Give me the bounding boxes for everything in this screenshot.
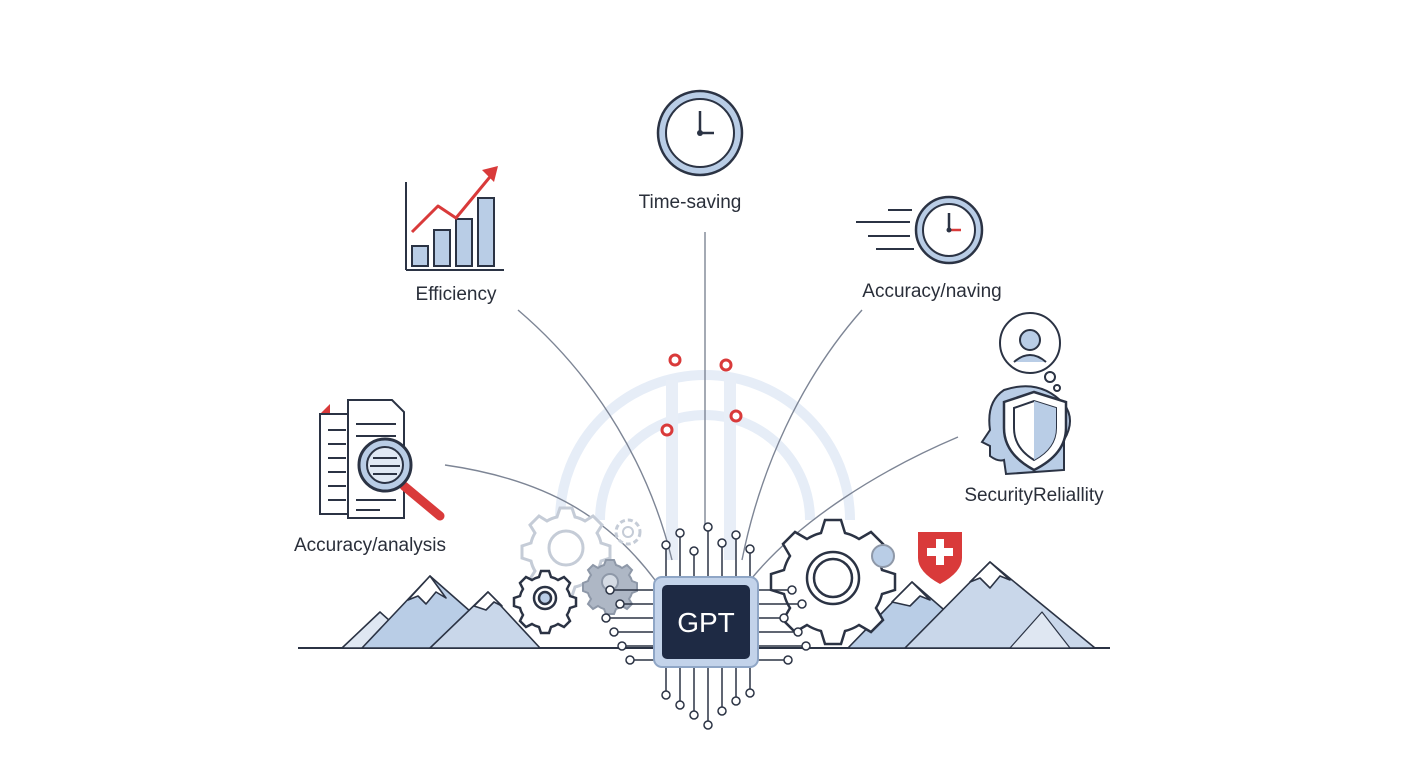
circuit-pad: [617, 641, 627, 651]
document-magnifier-icon: [319, 399, 445, 521]
circuit-pad: [675, 700, 685, 710]
mountains-right: [847, 561, 1096, 649]
connector-lines: [444, 232, 959, 581]
circuit-traces: [601, 522, 811, 730]
circuit-pad: [661, 690, 671, 700]
circuit-pad: [717, 706, 727, 716]
circuit-pad: [625, 655, 635, 665]
circuit-pad: [615, 599, 625, 609]
circuit-pad: [689, 710, 699, 720]
circuit-pad: [797, 599, 807, 609]
label-time-saving: Time-saving: [639, 192, 742, 213]
label-accuracy-naving: Accuracy/naving: [862, 281, 1001, 302]
gear-icon: [769, 518, 897, 646]
red-cross-shield-icon: [918, 532, 962, 584]
label-efficiency: Efficiency: [416, 284, 497, 305]
circuit-pad: [745, 544, 755, 554]
circuit-pad: [801, 641, 811, 651]
circuit-pad: [601, 613, 611, 623]
circuit-pad: [745, 688, 755, 698]
circuit-pad: [605, 585, 615, 595]
gear-icon: [871, 544, 895, 568]
signal-nodes: [660, 353, 743, 437]
circuit-pad: [661, 540, 671, 550]
chip-label: GPT: [677, 607, 735, 638]
label-security-reliability: SecurityReliallity: [964, 485, 1104, 506]
circuit-pad: [703, 522, 713, 532]
fast-clock-icon: [856, 195, 984, 265]
circuit-pad: [783, 655, 793, 665]
clock-icon: [656, 89, 744, 177]
gear-icon: [512, 569, 578, 635]
circuit-pad: [717, 538, 727, 548]
circuit-pad: [689, 546, 699, 556]
circuit-pad: [787, 585, 797, 595]
circuit-pad: [731, 530, 741, 540]
circuit-pad: [609, 627, 619, 637]
processor-chip: GPT: [653, 576, 759, 668]
circuit-pad: [731, 696, 741, 706]
circuit-pad: [779, 613, 789, 623]
mountains-left: [341, 575, 541, 649]
growth-bar-chart-icon: [405, 166, 504, 271]
circuit-pad: [703, 720, 713, 730]
gear-icon: [614, 518, 642, 546]
circuit-pad: [675, 528, 685, 538]
circuit-pad: [793, 627, 803, 637]
background-pillars: [666, 380, 736, 560]
label-accuracy-analysis: Accuracy/analysis: [294, 535, 446, 556]
head-shield-icon: [980, 312, 1071, 476]
